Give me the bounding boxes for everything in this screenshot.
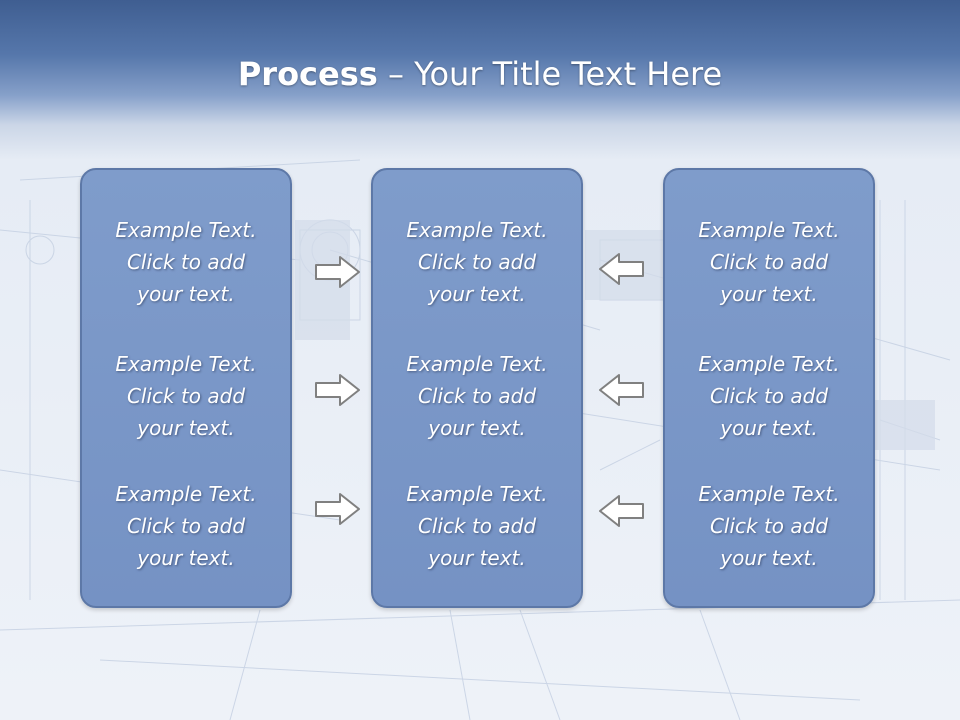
- text-line: Click to add: [417, 384, 537, 408]
- text-line: Example Text.: [115, 482, 257, 506]
- left-arrow-icon[interactable]: [597, 251, 645, 287]
- text-line: Click to add: [417, 514, 537, 538]
- text-line: Click to add: [126, 514, 246, 538]
- text-line: Example Text.: [698, 218, 840, 242]
- text-line: Click to add: [126, 250, 246, 274]
- text-block[interactable]: Example Text. Click to add your text.: [373, 478, 581, 574]
- text-line: Example Text.: [115, 352, 257, 376]
- text-line: Example Text.: [698, 352, 840, 376]
- text-line: your text.: [137, 282, 235, 306]
- text-line: your text.: [428, 546, 526, 570]
- text-line: Example Text.: [698, 482, 840, 506]
- slide-title[interactable]: Process – Your Title Text Here: [0, 52, 960, 96]
- left-text-box[interactable]: Example Text. Click to add your text. Ex…: [80, 168, 292, 608]
- text-line: Click to add: [126, 384, 246, 408]
- right-arrow-icon[interactable]: [314, 491, 362, 527]
- middle-text-box[interactable]: Example Text. Click to add your text. Ex…: [371, 168, 583, 608]
- title-bold: Process: [237, 55, 378, 93]
- text-line: your text.: [137, 416, 235, 440]
- text-line: your text.: [720, 416, 818, 440]
- right-arrow-icon[interactable]: [314, 372, 362, 408]
- text-line: your text.: [137, 546, 235, 570]
- text-block[interactable]: Example Text. Click to add your text.: [373, 348, 581, 444]
- text-line: Click to add: [417, 250, 537, 274]
- right-arrow-icon[interactable]: [314, 254, 362, 290]
- text-block[interactable]: Example Text. Click to add your text.: [82, 478, 290, 574]
- text-line: your text.: [428, 282, 526, 306]
- text-block[interactable]: Example Text. Click to add your text.: [665, 478, 873, 574]
- text-block[interactable]: Example Text. Click to add your text.: [82, 214, 290, 310]
- right-text-box[interactable]: Example Text. Click to add your text. Ex…: [663, 168, 875, 608]
- text-line: Example Text.: [115, 218, 257, 242]
- text-block[interactable]: Example Text. Click to add your text.: [665, 348, 873, 444]
- left-arrow-icon[interactable]: [597, 372, 645, 408]
- text-line: Click to add: [709, 514, 829, 538]
- text-block[interactable]: Example Text. Click to add your text.: [373, 214, 581, 310]
- text-line: Example Text.: [406, 482, 548, 506]
- text-line: your text.: [428, 416, 526, 440]
- text-line: Example Text.: [406, 352, 548, 376]
- text-block[interactable]: Example Text. Click to add your text.: [665, 214, 873, 310]
- text-block[interactable]: Example Text. Click to add your text.: [82, 348, 290, 444]
- title-separator: –: [377, 55, 415, 93]
- text-line: your text.: [720, 282, 818, 306]
- text-line: Example Text.: [406, 218, 548, 242]
- title-text: Your Title Text Here: [414, 55, 723, 93]
- text-line: Click to add: [709, 250, 829, 274]
- text-line: Click to add: [709, 384, 829, 408]
- text-line: your text.: [720, 546, 818, 570]
- left-arrow-icon[interactable]: [597, 493, 645, 529]
